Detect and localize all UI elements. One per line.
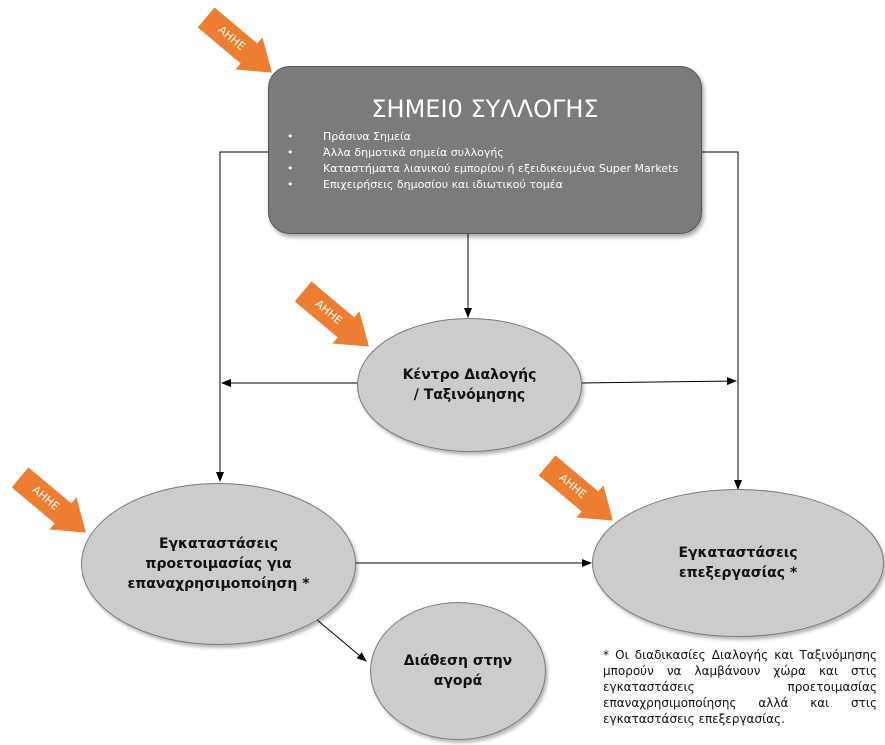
orange-arrow-icon — [11, 467, 86, 533]
market-disposal-node: Διάθεση στην αγορά — [370, 602, 546, 740]
collection-point-item: • Καταστήματα λιανικού εμπορίου ή εξειδικ… — [287, 161, 681, 177]
collection-point-item-label: Καταστήματα λιανικού εμπορίου ή εξειδικε… — [323, 162, 679, 175]
connector-collection-to-processing — [702, 151, 742, 490]
sorting-center-line2: / Ταξινόμησης — [413, 387, 526, 403]
preparation-line3: επαναχρησιμοποίηση * — [127, 576, 310, 592]
orange-arrow-icon — [538, 455, 613, 521]
processing-line1: Εγκαταστάσεις — [678, 545, 798, 561]
collection-point-item: • Άλλα δημοτικά σημεία συλλογής — [287, 145, 681, 161]
bullet: • — [287, 178, 294, 191]
collection-point-box: ΣΗΜΕΙ0 ΣΥΛΛΟΓΗΣ • Πράσινα Σημεία • Άλλα δη… — [268, 66, 702, 234]
preparation-line2: προετοιμασίας για — [145, 556, 292, 572]
market-line1: Διάθεση στην — [403, 653, 513, 669]
processing-line2: επεξεργασίας * — [678, 565, 798, 581]
collection-point-item: • Επιχειρήσεις δημοσίου και ιδιωτικού τομ… — [287, 177, 681, 193]
connector-preparation-to-market — [315, 618, 367, 662]
bullet: • — [287, 162, 294, 175]
preparation-for-reuse-node: Εγκαταστάσεις προετοιμασίας για επαναχρη… — [81, 483, 356, 645]
processing-facilities-node: Εγκαταστάσεις επεξεργασίας * — [592, 489, 884, 637]
collection-point-item-label: Άλλα δημοτικά σημεία συλλογής — [323, 146, 504, 159]
collection-point-title: ΣΗΜΕΙ0 ΣΥΛΛΟΓΗΣ — [371, 95, 599, 123]
connector-sorting-to-right — [581, 377, 737, 386]
bullet: • — [287, 146, 294, 159]
aihe-tag-arrow: ΑΗΗΕ — [7, 461, 100, 548]
orange-arrow-icon — [197, 7, 272, 73]
footnote: * Οι διαδικασίες Διαλογής και Ταξινόμηση… — [603, 648, 877, 726]
collection-point-item-label: Πράσινα Σημεία — [323, 130, 411, 143]
aihe-tag-arrow: ΑΗΗΕ — [534, 449, 627, 536]
preparation-line1: Εγκαταστάσεις — [158, 536, 279, 552]
collection-point-list: • Πράσινα Σημεία • Άλλα δημοτικά σημεία συ… — [269, 129, 701, 193]
orange-arrow-icon — [294, 281, 369, 347]
market-line2: αγορά — [433, 673, 483, 689]
collection-point-item-label: Επιχειρήσεις δημοσίου και ιδιωτικού τομέ… — [323, 178, 563, 191]
sorting-center-node: Κέντρο Διαλογής / Ταξινόμησης — [357, 318, 582, 452]
aihe-tag-arrow: ΑΗΗΕ — [290, 275, 383, 362]
connector-collection-to-preparation — [216, 151, 268, 482]
collection-point-item: • Πράσινα Σημεία — [287, 129, 681, 145]
aihe-tag-arrow: ΑΗΗΕ — [193, 1, 286, 88]
bullet: • — [287, 130, 294, 143]
sorting-center-line1: Κέντρο Διαλογής — [402, 367, 537, 383]
